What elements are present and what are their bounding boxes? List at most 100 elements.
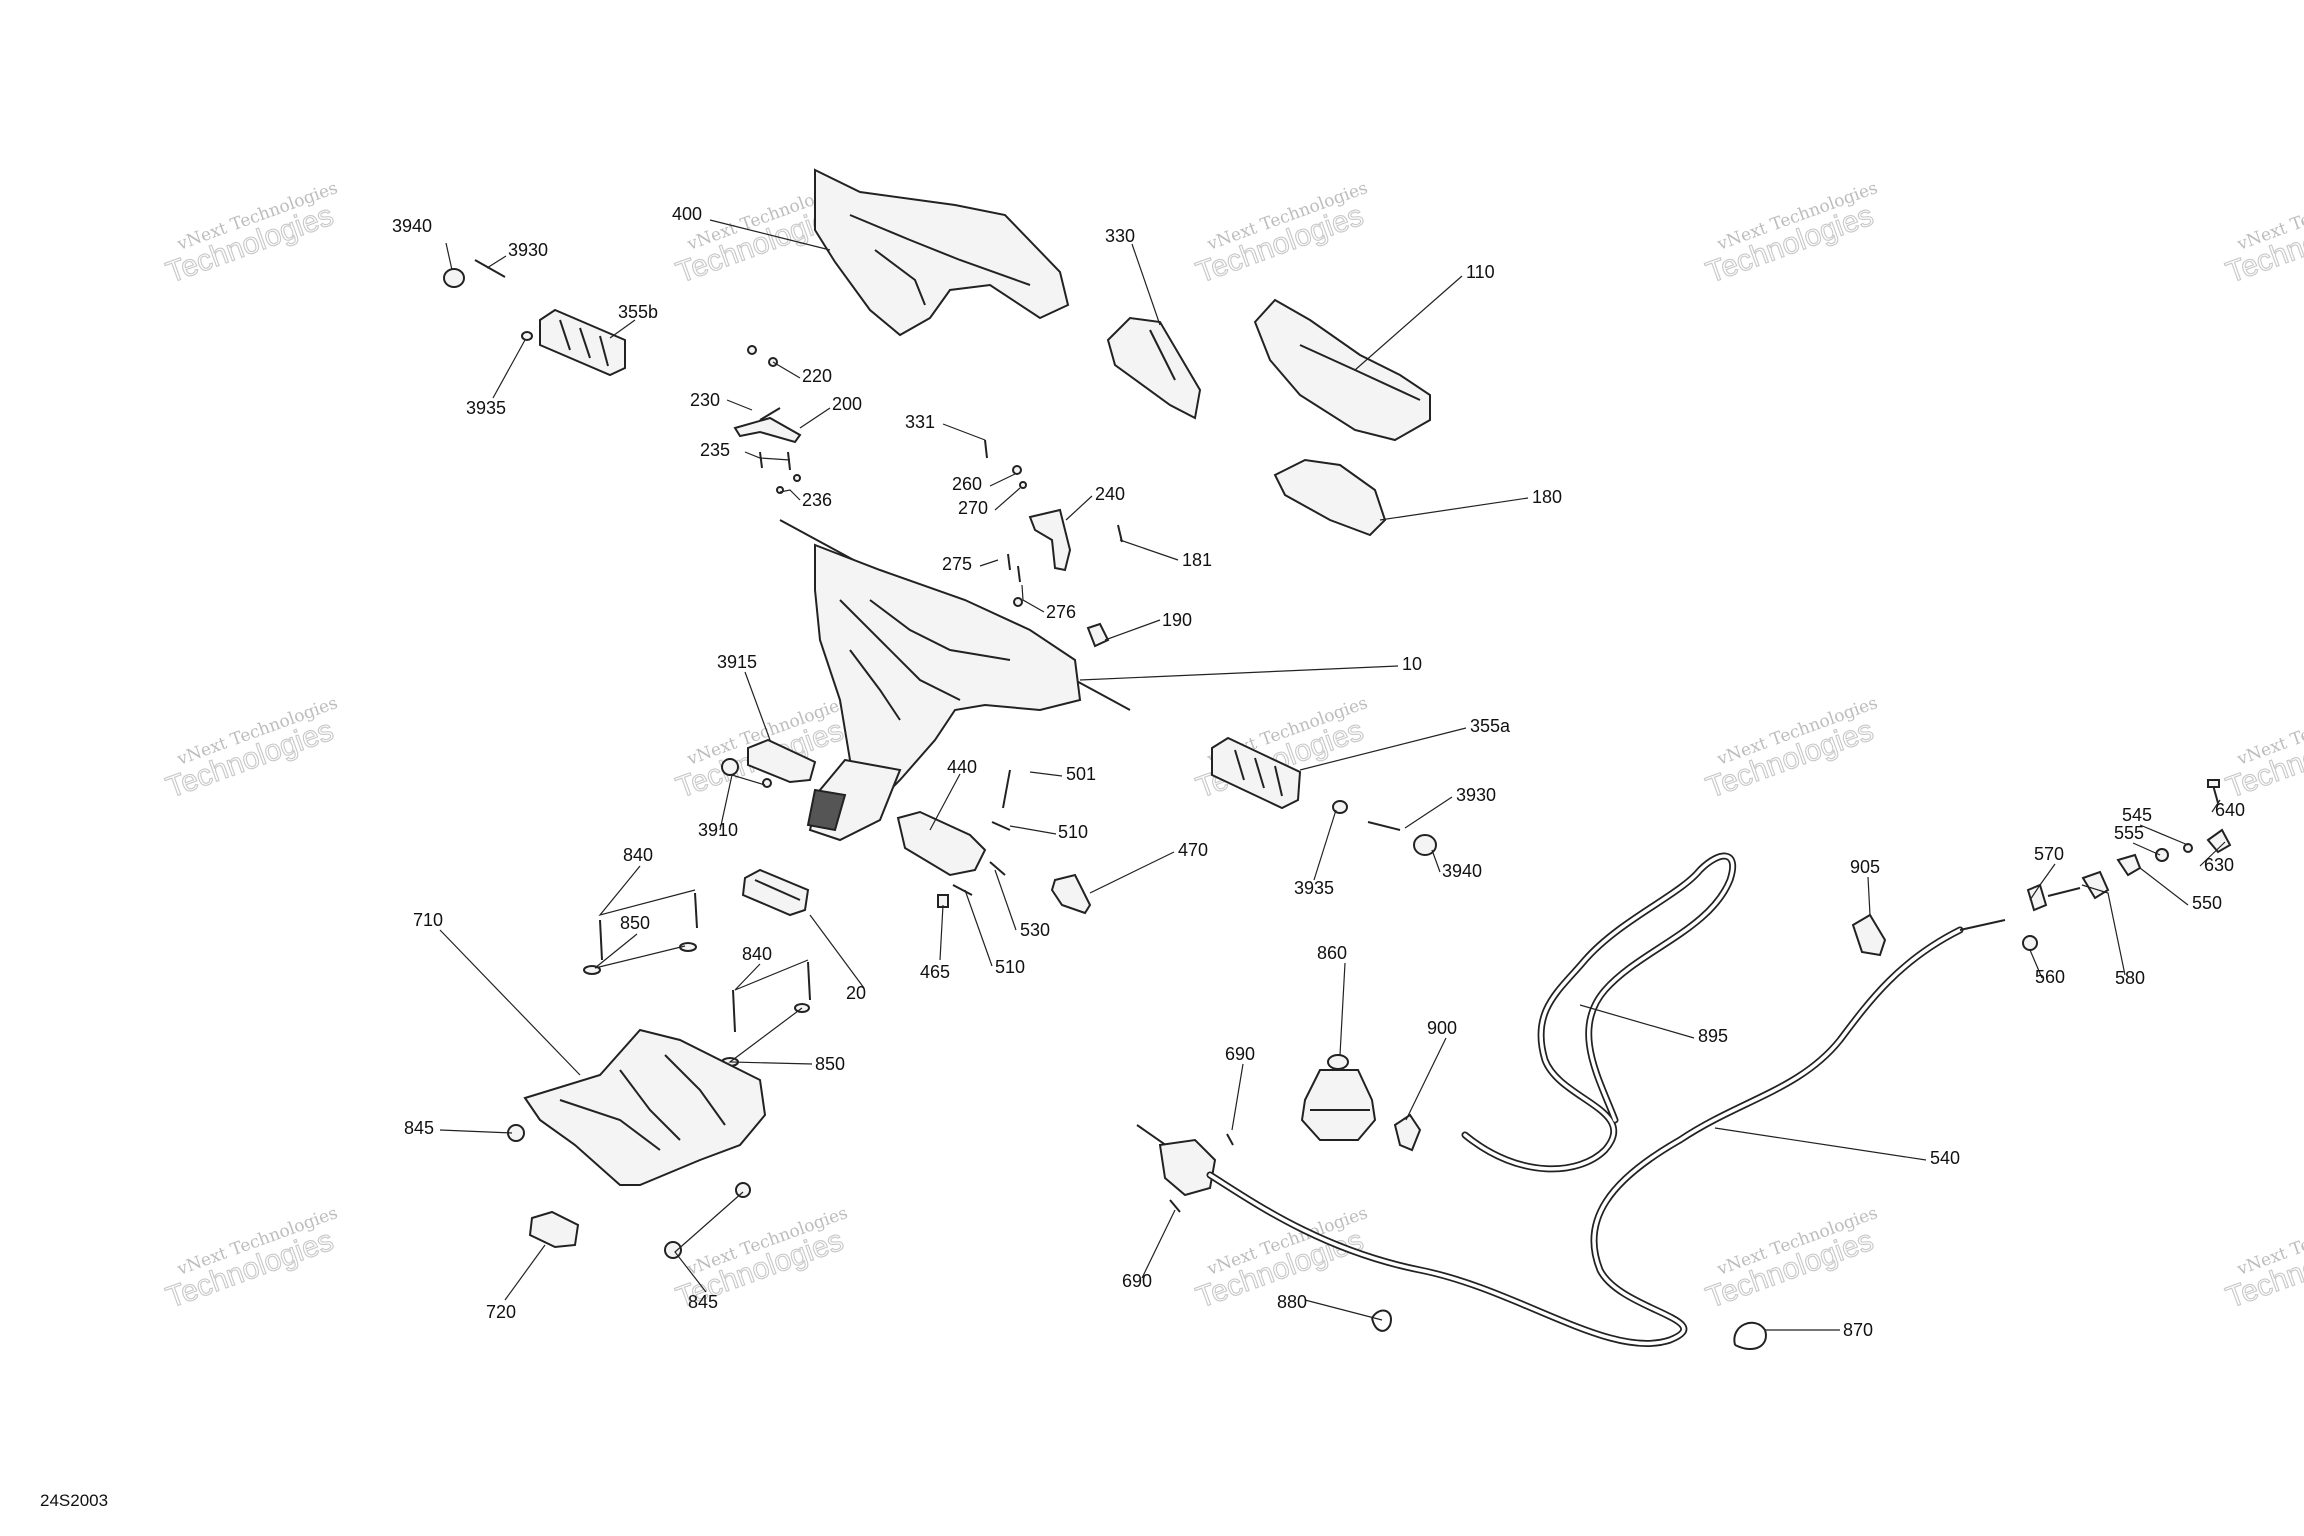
- callout-20: 20: [846, 983, 866, 1003]
- callout-3930: 3930: [1456, 785, 1496, 805]
- leader-880: [1304, 1299, 1383, 1321]
- part-3930-bolt: [474, 259, 506, 278]
- callout-840: 840: [742, 944, 772, 964]
- leader-355a: [1299, 727, 1467, 771]
- leader-845: [439, 1129, 513, 1134]
- callout-330: 330: [1105, 226, 1135, 246]
- part-840-bolt-b: [694, 892, 698, 929]
- callout-3910: 3910: [698, 820, 738, 840]
- part-110-cover: [1253, 298, 1431, 442]
- leader-720: [504, 1244, 546, 1301]
- part-3940-cap-right: [1413, 834, 1437, 856]
- callout-260: 260: [952, 474, 982, 494]
- leader-895: [1579, 1004, 1695, 1039]
- callout-630: 630: [2204, 855, 2234, 875]
- part-20-trim: [741, 868, 810, 917]
- leader-240: [1065, 495, 1093, 521]
- watermark-line2: Technologies: [2222, 199, 2304, 290]
- leader-181: [1119, 539, 1179, 561]
- callout-3935: 3935: [466, 398, 506, 418]
- callout-845: 845: [688, 1292, 718, 1312]
- callout-560: 560: [2035, 967, 2065, 987]
- leader-501: [1029, 771, 1063, 777]
- leader-190: [1104, 619, 1161, 641]
- callout-400: 400: [672, 204, 702, 224]
- callout-276: 276: [1046, 602, 1076, 622]
- part-3935-washer-right: [1332, 800, 1348, 814]
- leader-550: [2139, 867, 2189, 906]
- leader-840: [598, 865, 696, 917]
- callout-220: 220: [802, 366, 832, 386]
- leader-270: [994, 487, 1021, 511]
- leader-845: [674, 1191, 744, 1293]
- watermark-line2: Technologies: [2222, 714, 2304, 805]
- leader-230: [726, 399, 753, 411]
- callout-10: 10: [1402, 654, 1422, 674]
- callout-180: 180: [1532, 487, 1562, 507]
- callout-880: 880: [1277, 1292, 1307, 1312]
- callout-905: 905: [1850, 857, 1880, 877]
- part-870-loop: [1733, 1321, 1767, 1350]
- part-3915-switch: [747, 738, 817, 784]
- callout-850: 850: [815, 1054, 845, 1074]
- callout-240: 240: [1095, 484, 1125, 504]
- part-860-boot: [1300, 1054, 1377, 1141]
- callout-510: 510: [1058, 822, 1088, 842]
- right-small-parts: [2022, 779, 2232, 951]
- callout-690: 690: [1122, 1271, 1152, 1291]
- part-510-spring: [991, 821, 1011, 831]
- part-905-boot: [1851, 913, 1887, 957]
- part-690-screw: [1226, 1133, 1234, 1146]
- part-240-lever: [1028, 508, 1072, 572]
- callout-275: 275: [942, 554, 972, 574]
- callout-895: 895: [1698, 1026, 1728, 1046]
- leader-545: [2139, 824, 2189, 846]
- leader-905: [1867, 876, 1871, 916]
- callout-570: 570: [2034, 844, 2064, 864]
- part-880-clip: [1371, 1309, 1392, 1332]
- leader-690: [1141, 1209, 1176, 1279]
- leader-540: [1714, 1127, 1927, 1161]
- leader-510: [1009, 825, 1057, 835]
- leader-860: [1339, 962, 1346, 1056]
- callout-850: 850: [620, 913, 650, 933]
- part-845-nut-c: [664, 1241, 682, 1259]
- part-10-frame: [779, 519, 1131, 842]
- part-355a-grip: [1211, 736, 1302, 810]
- callout-110: 110: [1466, 262, 1495, 282]
- part-845-nut-b: [735, 1182, 751, 1198]
- callout-870: 870: [1843, 1320, 1873, 1340]
- document-id: 24S2003: [40, 1491, 108, 1510]
- part-840-bolt: [599, 919, 603, 961]
- callout-900: 900: [1427, 1018, 1457, 1038]
- callout-230: 230: [690, 390, 720, 410]
- leader-260: [989, 473, 1016, 487]
- callout-236: 236: [802, 490, 832, 510]
- leader-580: [2081, 884, 2126, 976]
- leader-850: [728, 1007, 813, 1065]
- part-355b-grip: [539, 308, 626, 377]
- part-200-lever: [733, 416, 802, 444]
- part-throttle-housing: [1136, 1124, 1217, 1197]
- leader-570: [2029, 863, 2056, 901]
- part-440-bracket: [896, 810, 987, 877]
- leader-180: [1379, 497, 1529, 521]
- callout-550: 550: [2192, 893, 2222, 913]
- callout-840: 840: [623, 845, 653, 865]
- part-840-bolt-d: [807, 961, 811, 1001]
- leader-630: [2199, 841, 2226, 867]
- callout-200: 200: [832, 394, 862, 414]
- callout-545: 545: [2122, 805, 2152, 825]
- leader-690: [1231, 1063, 1244, 1131]
- part-3930-bolt-right: [1367, 821, 1401, 831]
- parts-layer: [443, 168, 2232, 1350]
- callout-3930: 3930: [508, 240, 548, 260]
